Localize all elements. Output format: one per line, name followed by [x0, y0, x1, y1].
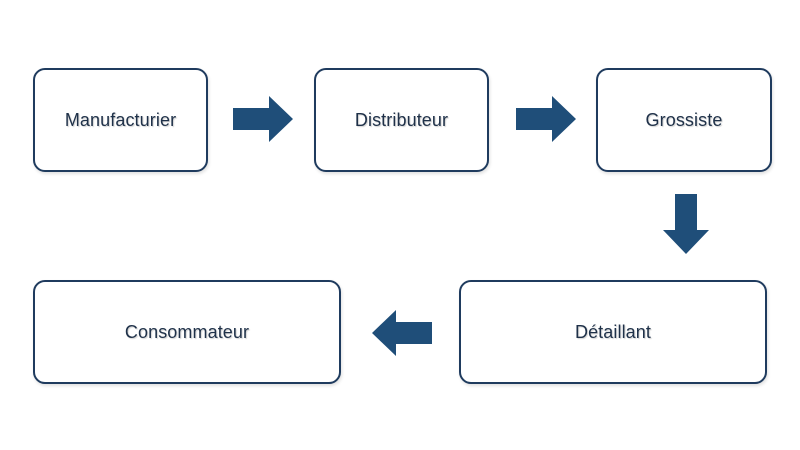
arrow-left-icon: [372, 310, 432, 356]
box-manufacturier: Manufacturier: [33, 68, 208, 172]
arrow-down-icon: [663, 194, 709, 254]
box-label-detaillant: Détaillant: [574, 321, 652, 342]
box-label-manufacturier: Manufacturier: [64, 109, 177, 130]
box-detaillant: Détaillant: [459, 280, 767, 384]
box-distributeur: Distributeur: [314, 68, 489, 172]
box-label-distributeur: Distributeur: [354, 109, 449, 130]
box-consommateur: Consommateur: [33, 280, 341, 384]
box-label-consommateur: Consommateur: [124, 321, 250, 342]
box-label-grossiste: Grossiste: [645, 109, 723, 130]
arrow-right-icon: [233, 96, 293, 142]
arrow-right-icon: [516, 96, 576, 142]
box-grossiste: Grossiste: [596, 68, 772, 172]
